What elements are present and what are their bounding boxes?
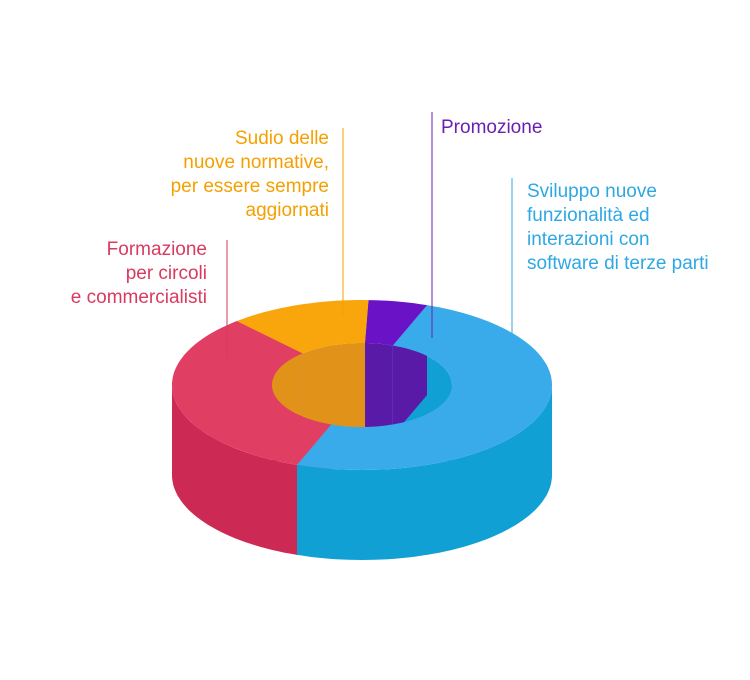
slice-top (172, 321, 332, 465)
label-sviluppo: Sviluppo nuove funzionalità ed interazio… (527, 181, 709, 274)
slice-inner-wall (365, 343, 393, 436)
slice-top (236, 300, 369, 354)
label-promozione: Promozione (441, 117, 543, 138)
slice-inner-wall (302, 343, 366, 444)
label-studio-normative: Sudio delle nuove normative, per essere … (170, 128, 329, 221)
label-formazione: Formazione per circoli e commercialisti (70, 239, 207, 308)
slice-top (297, 305, 552, 470)
slice-outer-wall (172, 385, 297, 555)
slice-top (365, 300, 427, 346)
slice-outer-wall (297, 385, 552, 560)
